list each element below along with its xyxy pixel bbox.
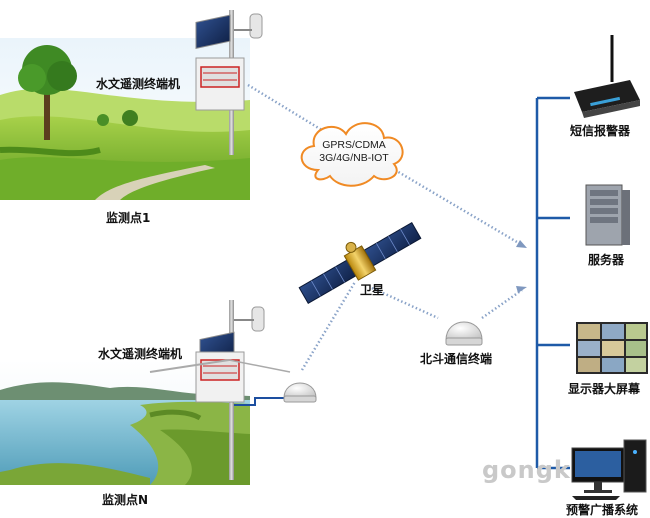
satellite-label: 卫星 <box>360 283 385 297</box>
router-icon <box>574 35 640 118</box>
beidou-terminal-icon <box>445 321 483 346</box>
beidou-antenna-icon <box>283 382 317 403</box>
terminal-top-label: 水文遥测终端机 <box>96 77 181 91</box>
distribution-bracket <box>535 96 570 470</box>
display-wall-icon <box>576 322 648 374</box>
arrowhead <box>516 286 527 293</box>
connection-lines <box>247 83 523 371</box>
broadcast-pc-icon <box>571 439 647 500</box>
cable <box>234 397 285 406</box>
arrowhead <box>516 240 527 248</box>
network-cloud-line-1: GPRS/CDMA <box>322 139 386 151</box>
satellite-icon <box>298 222 422 304</box>
server-icon <box>585 184 630 246</box>
watermark: gongk <box>482 456 571 484</box>
network-cloud-line-2: 3G/4G/NB-IOT <box>319 152 389 164</box>
telemetry-station-top <box>195 10 263 155</box>
landscape-site-n <box>0 360 250 485</box>
terminal-bottom-label: 水文遥测终端机 <box>98 347 183 361</box>
network-cloud <box>300 122 404 187</box>
sms-alarm-label: 短信报警器 <box>570 124 631 138</box>
site-1-label: 监测点1 <box>106 211 151 225</box>
site-n-label: 监测点N <box>102 493 149 507</box>
beidou-terminal-label: 北斗通信终端 <box>420 352 493 366</box>
display-wall-label: 显示器大屏幕 <box>568 382 641 396</box>
broadcast-system-label: 预警广播系统 <box>566 503 639 517</box>
server-label: 服务器 <box>588 253 625 267</box>
telemetry-station-bottom <box>149 300 291 480</box>
network-cloud-label: GPRS/CDMA 3G/4G/NB-IOT <box>314 139 394 165</box>
